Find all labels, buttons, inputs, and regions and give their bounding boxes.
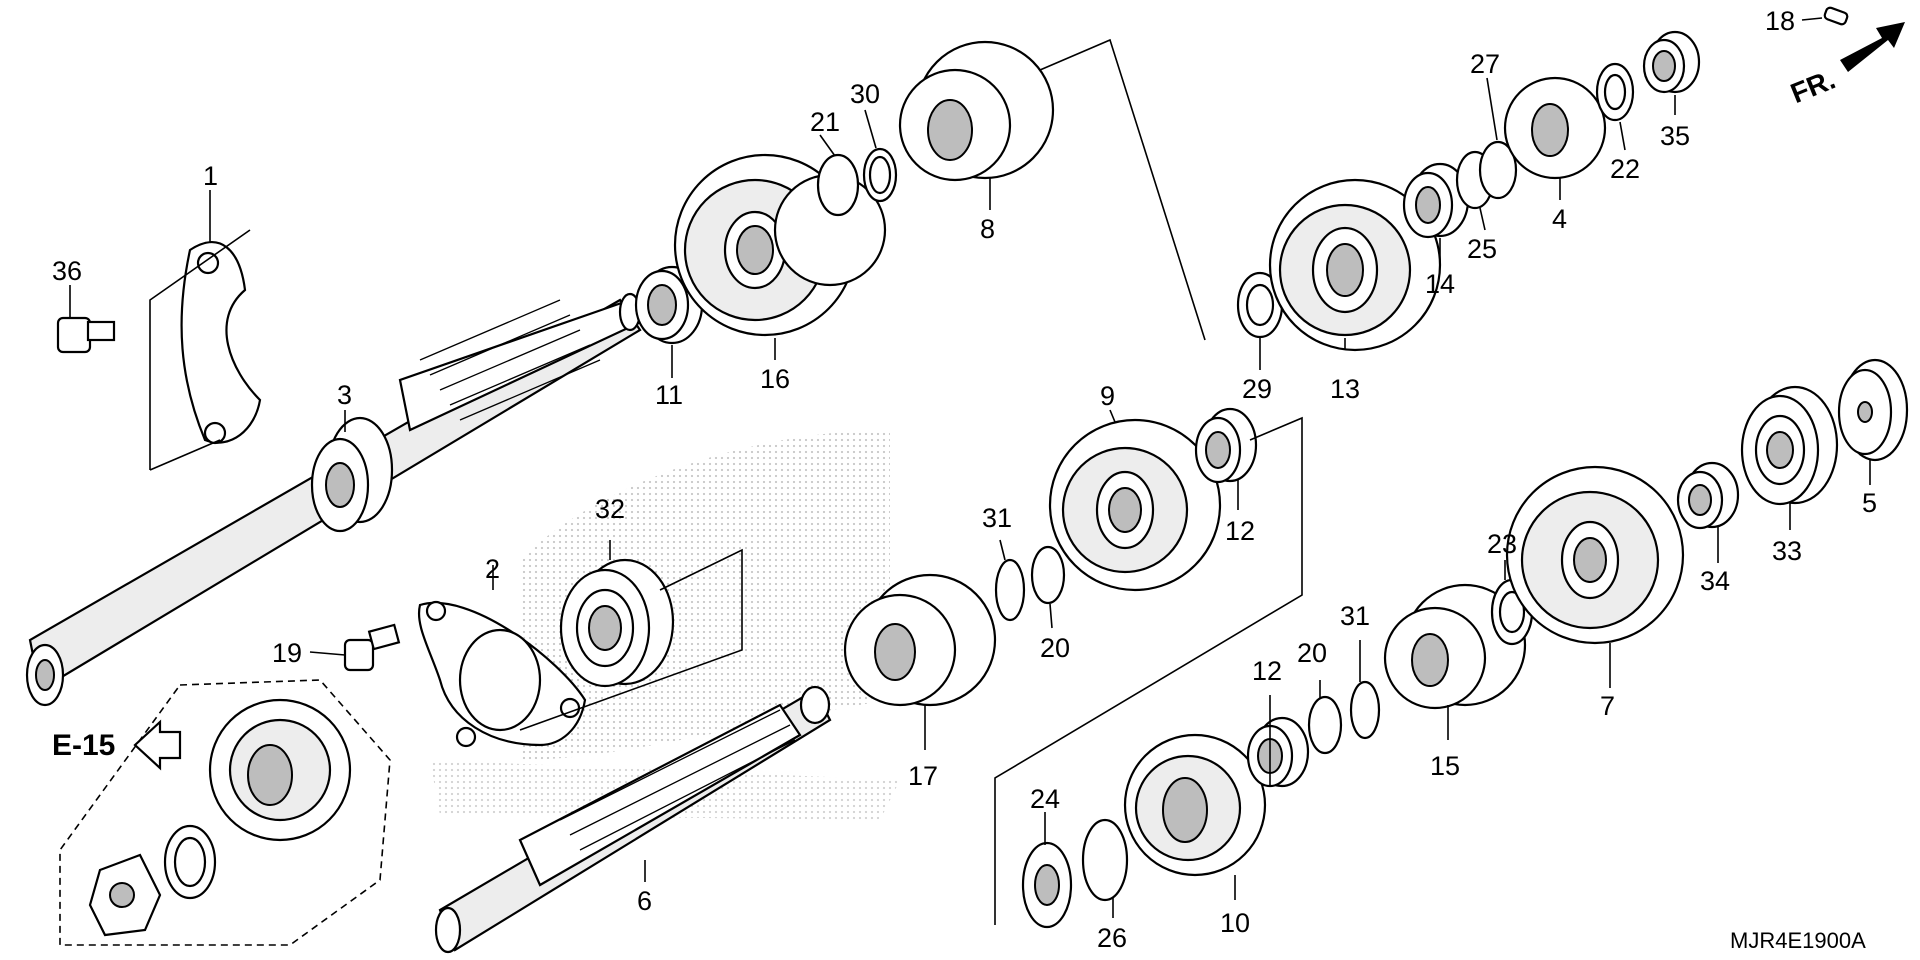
callout-32: 32 [595, 494, 625, 524]
leader-lines [69, 17, 1871, 918]
callout-31-upper: 31 [982, 503, 1012, 533]
callout-18: 18 [1765, 6, 1795, 36]
part-31-circlip-upper [994, 558, 1026, 622]
callout-33: 33 [1772, 536, 1802, 566]
callout-27: 27 [1470, 49, 1500, 79]
part-18-dowel-pin [1823, 6, 1849, 26]
part-16-gear [673, 153, 887, 337]
callout-31-lower: 31 [1340, 601, 1370, 631]
part-13-gear [1268, 178, 1442, 352]
part-20-washer-lower [1307, 695, 1343, 755]
part-1-shift-plate [149, 229, 262, 471]
callout-10: 10 [1220, 908, 1250, 938]
dashed-assembly-group [59, 679, 391, 946]
front-direction-label: FR. [1786, 64, 1839, 110]
part-33-ball-bearing [1740, 385, 1839, 506]
section-reference-e15: E-15 [52, 719, 182, 771]
part-26-lock-washer [1081, 818, 1129, 902]
part-7-gear [1505, 465, 1685, 645]
callout-35: 35 [1660, 121, 1690, 151]
part-32-ball-bearing [559, 558, 675, 688]
part-35-needle-bearing [1642, 30, 1701, 94]
part-12-needle-bearing-upper [1194, 407, 1258, 484]
part-30-ring [862, 147, 898, 203]
callout-20-lower: 20 [1297, 638, 1327, 668]
callout-19: 19 [272, 638, 302, 668]
callout-24: 24 [1030, 784, 1060, 814]
callout-22: 22 [1610, 154, 1640, 184]
callout-7: 7 [1600, 691, 1615, 721]
part-2-bearing-holder [417, 600, 587, 748]
part-21-splined-washer [816, 153, 860, 217]
callout-25: 25 [1467, 234, 1497, 264]
callout-labels: 1 36 3 11 16 21 30 8 29 13 14 27 25 4 22… [52, 6, 1877, 953]
leader-bracket-lower-group [994, 416, 1303, 925]
part-17-gear [843, 573, 997, 707]
callout-16: 16 [760, 364, 790, 394]
part-19-bolt [343, 623, 401, 672]
countershaft [434, 685, 832, 954]
part-5-cap [1837, 358, 1909, 462]
part-9-gear [1048, 418, 1222, 592]
part-4-gear [1503, 76, 1607, 180]
callout-1: 1 [203, 161, 218, 191]
callout-9: 9 [1100, 381, 1115, 411]
part-34-needle-bearing [1676, 461, 1740, 530]
reference-code: MJR4E1900A [1730, 928, 1866, 953]
callout-11: 11 [655, 380, 683, 410]
callout-2: 2 [485, 554, 500, 584]
part-20-washer-upper [1030, 545, 1066, 605]
part-22-ring [1595, 62, 1635, 122]
callout-6: 6 [637, 886, 652, 916]
part-29-washer [1236, 271, 1284, 339]
part-27-lock-washer [1478, 140, 1518, 200]
callout-26: 26 [1097, 923, 1127, 953]
part-10-gear [1123, 733, 1267, 877]
part-24-washer [1021, 841, 1073, 929]
callout-21: 21 [810, 107, 840, 137]
callout-4: 4 [1552, 204, 1567, 234]
section-reference-label: E-15 [52, 729, 115, 762]
callout-20-upper: 20 [1040, 633, 1070, 663]
part-14-bushing [1402, 162, 1470, 239]
callout-13: 13 [1330, 374, 1360, 404]
callout-30: 30 [850, 79, 880, 109]
callout-14: 14 [1425, 269, 1455, 299]
callout-5: 5 [1862, 488, 1877, 518]
callout-17: 17 [908, 761, 938, 791]
part-8-gear [898, 40, 1055, 182]
callout-3: 3 [337, 380, 352, 410]
callout-12-upper: 12 [1225, 516, 1255, 546]
front-direction-arrow: FR. [1786, 22, 1905, 109]
part-12-needle-bearing-lower [1246, 716, 1310, 788]
leader-bracket-32 [519, 548, 743, 731]
callout-36: 36 [52, 256, 82, 286]
callout-23: 23 [1487, 529, 1517, 559]
part-36-bolt [56, 316, 116, 354]
callout-34: 34 [1700, 566, 1730, 596]
part-31-circlip-lower [1349, 680, 1381, 740]
part-3-spline-collar [310, 416, 394, 533]
callout-8: 8 [980, 214, 995, 244]
callout-29: 29 [1242, 374, 1272, 404]
leader-bracket-8-29 [1039, 38, 1206, 341]
callout-12-lower: 12 [1252, 656, 1282, 686]
callout-15: 15 [1430, 751, 1460, 781]
